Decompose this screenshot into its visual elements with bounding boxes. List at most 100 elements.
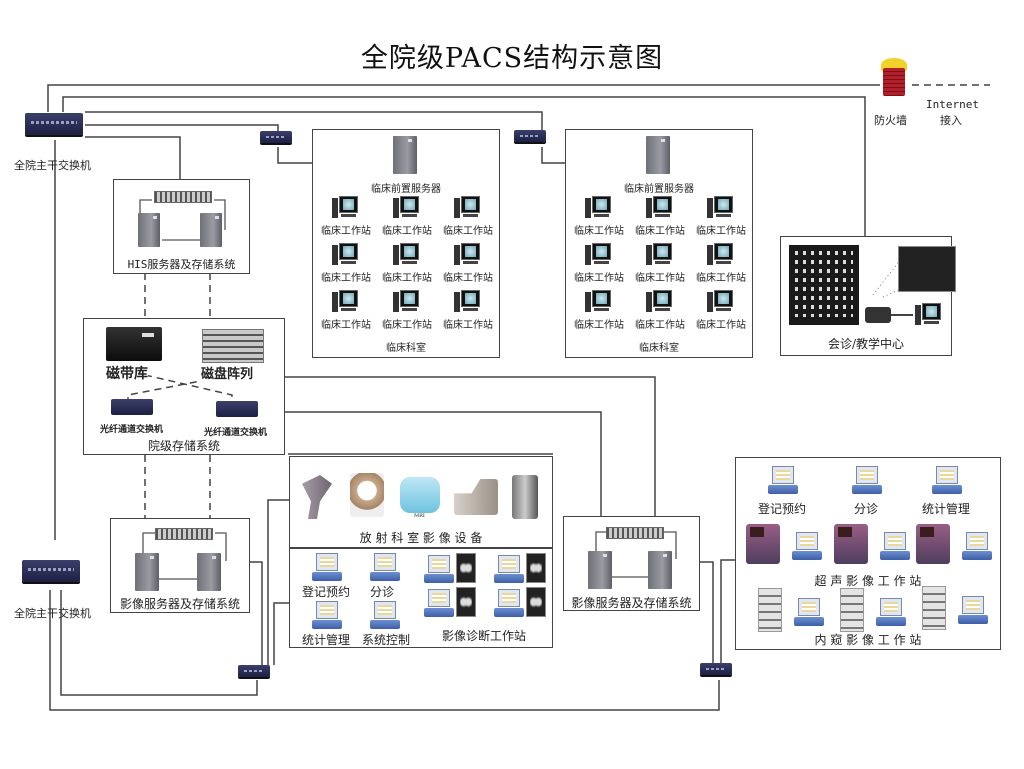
edge-switch-icon [260, 131, 292, 143]
server-icon [138, 213, 160, 247]
clinical-workstation-label: 临床工作站 [382, 320, 432, 331]
xray-film-icon [526, 553, 546, 583]
ultrasound-machine-icon [834, 524, 868, 564]
server-icon [648, 551, 672, 589]
clinical-workstation-label: 临床工作站 [574, 273, 624, 284]
workstation-icon [393, 290, 421, 314]
workstation-icon [585, 290, 613, 314]
ultrasound-label: 超 声 影 像 工 作 站 [814, 574, 922, 588]
clinical-dept-label: 临床科室 [639, 343, 679, 354]
clinical-workstation-label: 临床工作站 [321, 273, 371, 284]
ultrasound-workflow-item: 分诊 [854, 502, 879, 516]
clinical-server-label: 临床前置服务器 [624, 184, 694, 195]
diagnosis-workstation-icon [494, 589, 524, 619]
registration-workstation-icon [312, 553, 342, 583]
edge-switch-icon [238, 665, 270, 677]
clinical-workstation: 临床工作站 [376, 288, 438, 334]
film-printer-icon [512, 475, 538, 519]
tape-library-icon [106, 327, 162, 361]
core-switch-label: 全院主干交换机 [14, 159, 91, 172]
storage-rack-icon [606, 527, 664, 539]
xray-machine-icon [302, 475, 332, 519]
workstation-icon [646, 196, 674, 220]
c-arm-icon [454, 479, 498, 515]
system-control-workstation-icon [370, 601, 400, 631]
ultrasound-workflow-item: 登记预约 [758, 502, 807, 516]
wire-dashed-cross-a [144, 374, 233, 400]
workstation-icon [585, 196, 613, 220]
wire-backbone-firewall [47, 84, 880, 112]
clinical-server-icon [393, 136, 417, 174]
clinical-workstation-label: 临床工作站 [635, 226, 685, 237]
radiology-workflow-item: 统计管理 [302, 633, 351, 647]
triage-workstation-icon [370, 553, 400, 583]
clinical-workstation-label: 临床工作站 [574, 320, 624, 331]
ultrasound-machine-icon [746, 524, 780, 564]
clinical-workstation: 临床工作站 [437, 194, 499, 240]
clinical-workstation: 临床工作站 [568, 194, 630, 240]
workstation-icon [393, 243, 421, 267]
clinical-workstation: 临床工作站 [568, 241, 630, 287]
core-switch-icon [25, 113, 83, 135]
his-system-box: HIS服务器及存储系统 [113, 179, 250, 274]
workstation-icon [646, 243, 674, 267]
endoscopy-workstation-icon [958, 596, 988, 626]
clinical-workstation-label: 临床工作站 [635, 273, 685, 284]
wire-lower-switch-bottom [49, 590, 720, 711]
workstation-icon [707, 243, 735, 267]
workstation-icon [454, 243, 482, 267]
ultrasound-workstation-icon [880, 532, 910, 562]
firewall-icon [881, 58, 907, 96]
fc-switch-icon [111, 399, 153, 415]
endoscope-cart-icon [840, 588, 864, 632]
workstation-icon [454, 290, 482, 314]
storage-rack-icon [155, 528, 213, 540]
storage-system-box: 磁带库 磁盘阵列 光纤通道交换机 光纤通道交换机 院级存储系统 [83, 318, 285, 455]
radiology-equipment-label: 放 射 科 室 影 像 设 备 [359, 531, 483, 545]
server-icon [200, 213, 222, 247]
ultrasound-workstation-icon [962, 532, 992, 562]
radiology-workflow-item: 系统控制 [362, 633, 411, 647]
internet-label: Internet [926, 98, 979, 111]
workstation-icon [915, 303, 943, 327]
server-icon [588, 551, 612, 589]
mri-tag: MRI [414, 513, 425, 519]
clinical-workstation-label: 临床工作站 [696, 320, 746, 331]
clinical-workstation-label: 临床工作站 [382, 226, 432, 237]
storage-system-label: 院级存储系统 [147, 439, 220, 453]
xray-film-icon [456, 587, 476, 617]
statistics-workstation-icon [312, 601, 342, 631]
workstation-grid: 临床工作站临床工作站临床工作站临床工作站临床工作站临床工作站临床工作站临床工作站… [315, 194, 499, 334]
workstation-icon [646, 290, 674, 314]
workstation-icon [332, 243, 360, 267]
edge-switch-icon [514, 130, 546, 142]
wire-switch2-clinic2 [541, 147, 565, 164]
film-viewer-wall-icon [789, 245, 859, 325]
clinical-workstation: 临床工作站 [376, 241, 438, 287]
triage-workstation-icon [852, 466, 882, 496]
diagnosis-workstation-icon [424, 589, 454, 619]
image-server-box: 影像服务器及存储系统 [110, 518, 250, 613]
his-system-label: HIS服务器及存储系统 [127, 258, 236, 271]
clinical-workstation: 临床工作站 [690, 194, 752, 240]
disk-array-label: 磁盘阵列 [201, 363, 254, 382]
clinical-workstation: 临床工作站 [437, 241, 499, 287]
radiology-equipment-box: MRI 放 射 科 室 影 像 设 备 [289, 456, 553, 548]
wire-switch1-clinic1 [277, 147, 312, 164]
endoscopy-workstation-icon [876, 598, 906, 628]
clinical-workstation-label: 临床工作站 [321, 226, 371, 237]
fc-switch-label: 光纤通道交换机 [100, 425, 164, 435]
ultrasound-endoscopy-box: 登记预约 分诊 统计管理 超 声 影 像 工 作 站 内 窥 影 像 工 作 站 [735, 457, 1001, 650]
clinical-workstation-label: 临床工作站 [696, 273, 746, 284]
wire-imgsrv1-switch [250, 561, 263, 665]
wire-backbone-switch1 [85, 124, 279, 131]
clinical-workstation: 临床工作站 [629, 194, 691, 240]
mri-machine-icon [400, 477, 440, 513]
server-icon [197, 553, 221, 591]
clinical-workstation-label: 临床工作站 [696, 226, 746, 237]
consult-center-label: 会诊/教学中心 [827, 337, 905, 351]
radiology-workflow-item: 分诊 [370, 585, 395, 599]
clinical-workstation: 临床工作站 [690, 241, 752, 287]
clinical-dept-box: 临床前置服务器 临床工作站临床工作站临床工作站临床工作站临床工作站临床工作站临床… [565, 129, 753, 358]
